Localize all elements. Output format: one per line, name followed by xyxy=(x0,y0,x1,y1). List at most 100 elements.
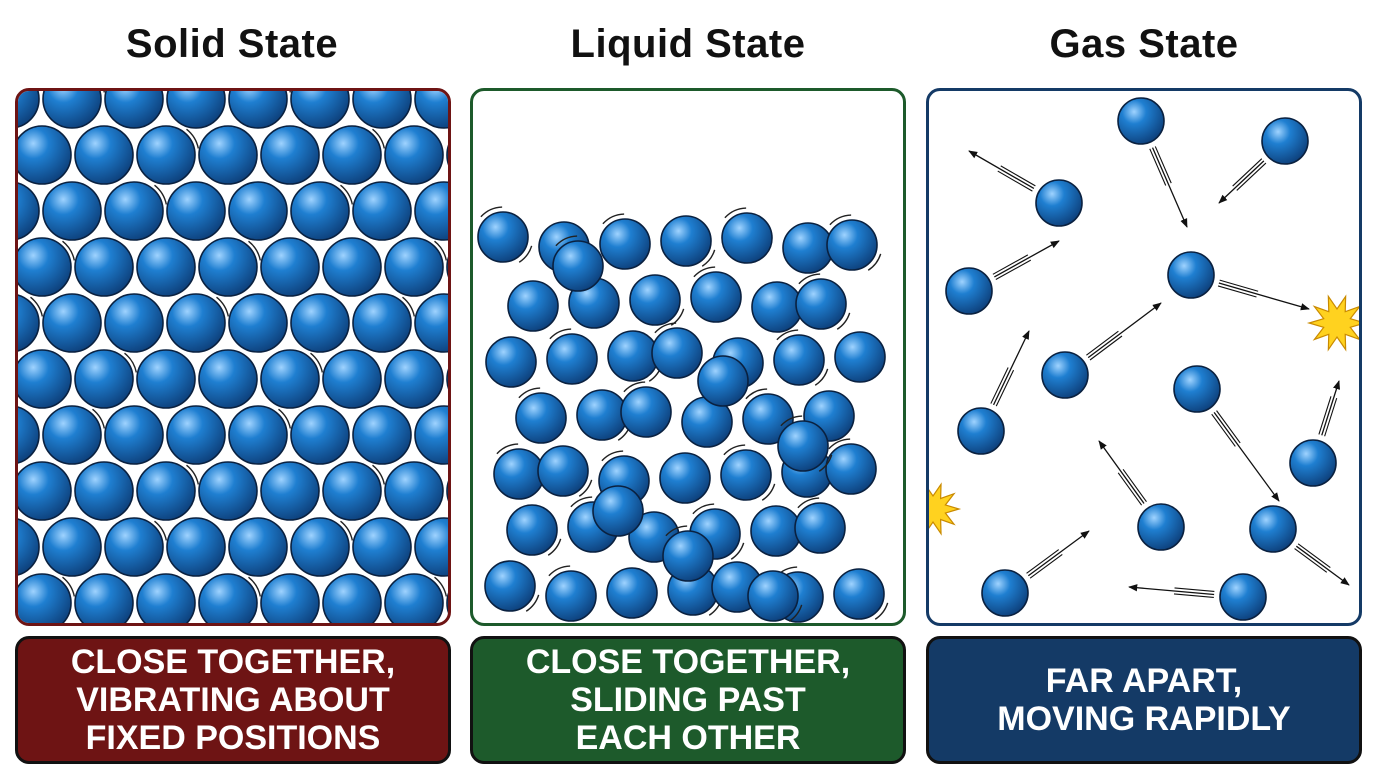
motion-line xyxy=(798,273,821,285)
caption-line: EACH OTHER xyxy=(575,719,801,757)
particle xyxy=(322,125,382,185)
liquid-state-caption: CLOSE TOGETHER, SLIDING PAST EACH OTHER xyxy=(470,636,906,764)
particle xyxy=(352,517,412,577)
particle xyxy=(18,349,72,409)
particle xyxy=(322,573,382,623)
particle xyxy=(782,222,834,274)
motion-line xyxy=(745,388,768,400)
particle xyxy=(290,181,350,241)
particle xyxy=(795,278,847,330)
motion-line xyxy=(518,387,541,399)
particle xyxy=(228,405,288,465)
motion-arrow xyxy=(1213,412,1280,502)
particle xyxy=(74,461,134,521)
particle xyxy=(228,91,288,129)
particle xyxy=(620,386,672,438)
liquid-state-title: Liquid State xyxy=(570,22,806,66)
motion-line xyxy=(724,207,747,219)
particle xyxy=(446,592,448,614)
particle xyxy=(198,349,258,409)
particle xyxy=(607,330,659,382)
motion-line xyxy=(874,602,889,620)
motion-arrow xyxy=(1321,380,1340,436)
particle xyxy=(42,91,102,129)
liquid-particles-diagram xyxy=(477,206,889,623)
solid-particles-diagram xyxy=(18,91,448,623)
particle xyxy=(446,144,448,166)
particle xyxy=(290,405,350,465)
particle xyxy=(228,517,288,577)
particle xyxy=(751,281,803,333)
motion-arrow xyxy=(1295,545,1350,586)
motion-line xyxy=(372,464,386,485)
particle xyxy=(742,393,794,445)
motion-line xyxy=(555,235,578,247)
motion-line xyxy=(124,352,138,373)
motion-arrow xyxy=(968,150,1035,190)
motion-arrow xyxy=(1218,160,1265,204)
particle xyxy=(690,271,742,323)
particle xyxy=(1137,503,1185,551)
motion-line xyxy=(548,565,571,577)
particle xyxy=(18,573,72,623)
caption-line: CLOSE TOGETHER, xyxy=(525,643,851,681)
particle xyxy=(352,293,412,353)
particle xyxy=(18,518,40,576)
motion-line xyxy=(761,483,776,501)
particle xyxy=(18,125,72,185)
motion-line xyxy=(289,91,292,93)
motion-arrow xyxy=(1218,282,1310,311)
solid-state-panel xyxy=(15,88,451,626)
particle xyxy=(507,280,559,332)
particle xyxy=(1117,97,1165,145)
motion-line xyxy=(670,308,685,326)
motion-line xyxy=(340,184,354,205)
particle xyxy=(228,181,288,241)
motion-line xyxy=(665,525,688,537)
particle xyxy=(198,461,258,521)
particle xyxy=(1035,179,1083,227)
motion-arrow xyxy=(992,330,1030,406)
particle xyxy=(660,215,712,267)
motion-line xyxy=(278,408,292,429)
motion-line xyxy=(867,253,882,271)
particle xyxy=(414,181,448,241)
particle xyxy=(592,485,644,537)
particle xyxy=(18,91,40,128)
motion-line xyxy=(62,576,76,597)
caption-line: VIBRATING ABOUT xyxy=(76,681,390,719)
motion-line xyxy=(402,296,416,317)
particle xyxy=(260,461,320,521)
caption-line: CLOSE TOGETHER, xyxy=(70,643,396,681)
particle xyxy=(166,293,226,353)
particle xyxy=(290,517,350,577)
particle xyxy=(42,405,102,465)
motion-line xyxy=(828,438,851,450)
motion-line xyxy=(310,352,324,373)
motion-line xyxy=(623,381,646,393)
particle xyxy=(104,517,164,577)
motion-arrow xyxy=(1128,584,1215,596)
particle xyxy=(826,219,878,271)
particle xyxy=(136,573,196,623)
particle xyxy=(166,91,226,129)
particle xyxy=(721,212,773,264)
particle xyxy=(384,461,444,521)
particle xyxy=(260,237,320,297)
particle xyxy=(322,237,382,297)
particle xyxy=(260,125,320,185)
particle xyxy=(166,181,226,241)
particle xyxy=(414,293,448,353)
particle xyxy=(414,405,448,465)
particle xyxy=(834,331,886,383)
motion-arrow xyxy=(1087,302,1162,359)
particle xyxy=(697,355,749,407)
motion-line xyxy=(836,312,851,330)
motion-line xyxy=(62,240,76,261)
motion-line xyxy=(776,329,799,341)
particle xyxy=(42,293,102,353)
particle xyxy=(352,91,412,129)
particle xyxy=(136,125,196,185)
particle xyxy=(506,504,558,556)
particle xyxy=(651,327,703,379)
